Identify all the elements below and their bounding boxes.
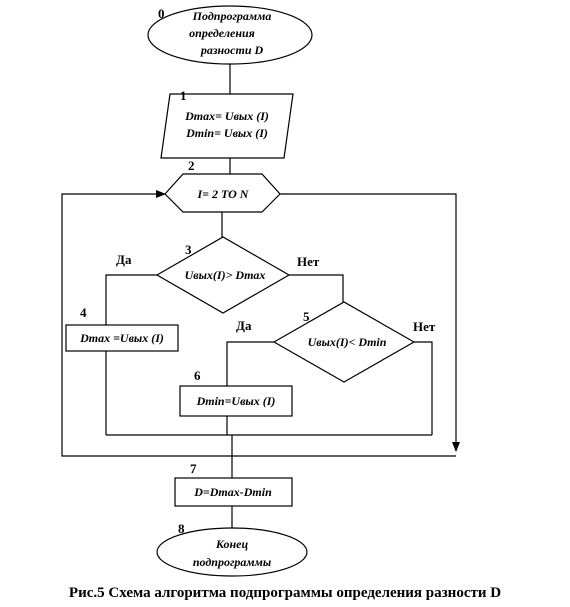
process-block-4	[65, 324, 179, 352]
node-number-7: 7	[190, 461, 197, 476]
decision-5-no-label: Нет	[413, 319, 436, 334]
edge-loop-back	[61, 190, 233, 457]
decision-3-label: Uвых(I)> Dmax	[185, 268, 266, 282]
edge-5-yes	[226, 341, 274, 386]
edge-exit-7	[231, 455, 456, 478]
node-number-4: 4	[80, 305, 87, 320]
node-number-2: 2	[188, 158, 195, 173]
edge-3-yes	[105, 274, 157, 325]
node-number-6: 6	[194, 368, 201, 383]
edge-3-no	[289, 274, 344, 302]
node-number-8: 8	[178, 521, 185, 536]
block-7-label: D=Dmax-Dmin	[193, 485, 272, 499]
decision-5	[272, 301, 416, 383]
block-4-label: Dmax =Uвых (I)	[79, 331, 164, 345]
end-label-line-2: подпрограммы	[193, 555, 271, 569]
decision-5-label: Uвых(I)< Dmin	[308, 335, 387, 349]
edge-loop-exit	[280, 193, 460, 452]
node-number-0: 0	[158, 6, 165, 21]
end-terminator	[156, 527, 308, 577]
decision-3-yes-label: Да	[116, 252, 132, 267]
decision-5-yes-label: Да	[236, 318, 252, 333]
node-number-3: 3	[185, 242, 192, 257]
node-number-5: 5	[303, 309, 310, 324]
connectors	[61, 64, 460, 528]
decision-3	[155, 236, 291, 314]
block-1-label-line-1: Dmax= Uвых (I)	[184, 109, 269, 123]
figure-caption: Рис.5 Схема алгоритма подпрограммы опред…	[69, 585, 501, 601]
end-label-line-1: Конец	[215, 537, 249, 551]
start-terminator	[147, 5, 313, 65]
edge-5-no	[414, 341, 433, 435]
block-1-label-line-2: Dmin= Uвых (I)	[185, 126, 268, 140]
decision-3-no-label: Нет	[297, 254, 320, 269]
loop-block-2	[164, 173, 281, 213]
node-number-1: 1	[180, 88, 187, 103]
process-block-6	[179, 385, 293, 417]
block-6-label: Dmin=Uвых (I)	[196, 394, 276, 408]
start-label-line-2: определения	[189, 26, 255, 40]
loop-block-2-label: I= 2 TO N	[197, 187, 250, 201]
start-label-line-1: Подпрограмма	[192, 9, 272, 23]
process-block-7	[174, 477, 293, 507]
input-block-1	[160, 93, 294, 159]
start-label-line-3: разности D	[200, 43, 264, 57]
